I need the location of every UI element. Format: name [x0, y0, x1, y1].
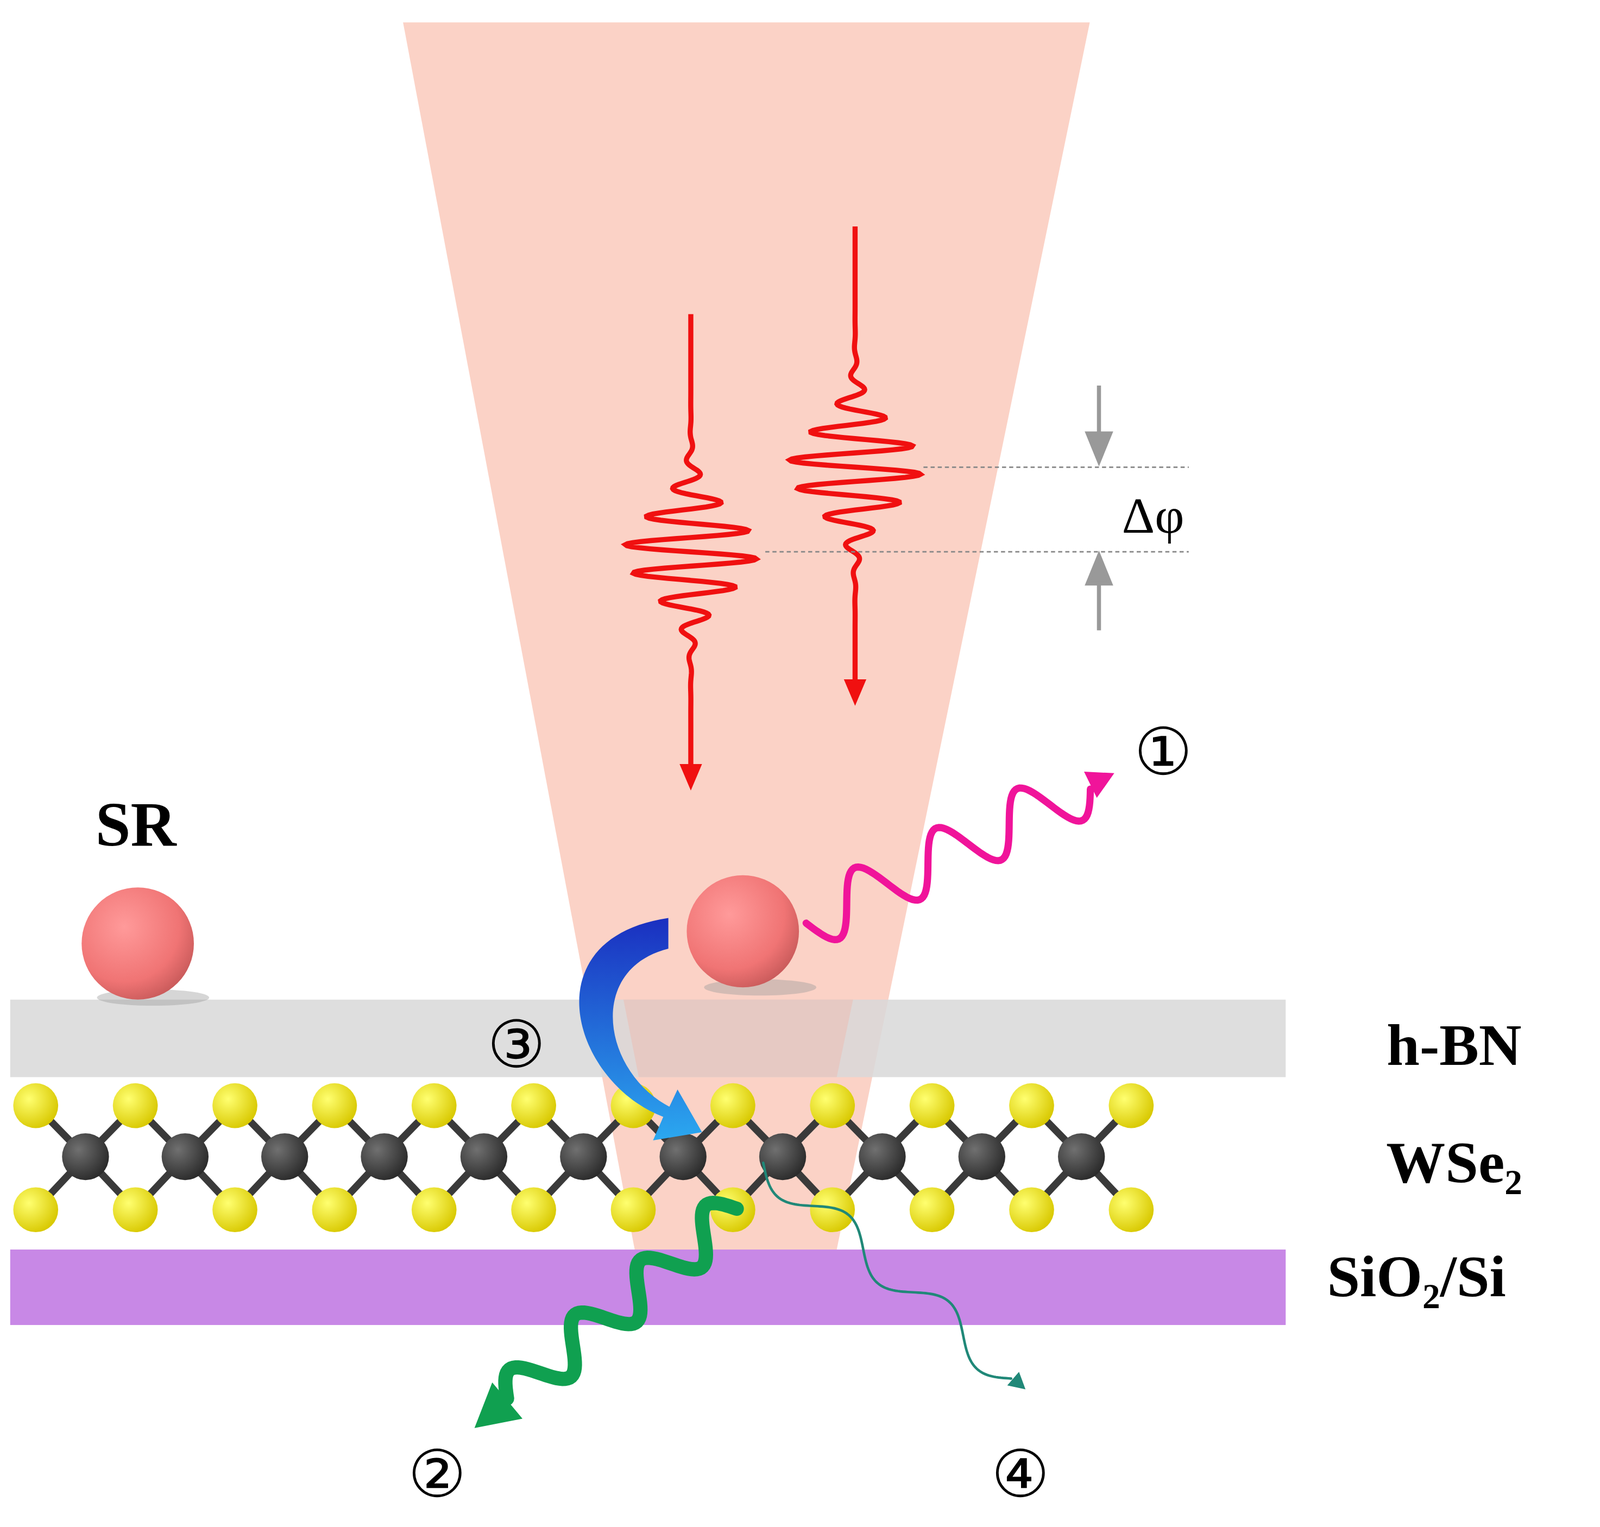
se-atom: [212, 1187, 258, 1233]
energy-transfer-arrow: [578, 918, 702, 1141]
arrow-head: [1007, 1371, 1026, 1390]
se-atom: [511, 1083, 557, 1129]
sample-label: SR: [95, 792, 177, 856]
se-atom: [411, 1187, 457, 1233]
se-atom: [1109, 1187, 1155, 1233]
w-atom: [460, 1133, 508, 1181]
arrow-head: [679, 764, 702, 791]
se-atom: [312, 1187, 358, 1233]
se-atom: [909, 1187, 955, 1233]
w-atom: [261, 1133, 308, 1181]
se-atom: [212, 1083, 258, 1129]
w-atom: [161, 1133, 209, 1181]
se-atom: [610, 1187, 657, 1233]
callout-number: ①: [1134, 720, 1193, 786]
layer-label: SiO₂/Si: [1326, 1247, 1506, 1307]
layer-label: WSe₂: [1386, 1133, 1523, 1193]
se-atom: [1109, 1083, 1155, 1129]
se-atom: [511, 1187, 557, 1233]
emission-arrow: [763, 1162, 1011, 1379]
emission-arrow: [805, 788, 1091, 940]
arrow-head: [843, 679, 867, 707]
sr-sphere: [81, 887, 194, 1000]
se-atom: [13, 1083, 59, 1129]
sr-sphere: [686, 875, 799, 988]
w-atom: [958, 1133, 1006, 1181]
layer-label: h-BN: [1386, 1016, 1522, 1076]
se-atom: [312, 1083, 358, 1129]
wse2-lattice: [13, 1083, 1154, 1233]
arrow-head: [1084, 771, 1115, 798]
se-atom: [1009, 1187, 1055, 1233]
callout-number: ④: [991, 1442, 1050, 1508]
w-atom: [858, 1133, 906, 1181]
hbn-layer: [10, 999, 1287, 1078]
w-atom: [559, 1133, 607, 1181]
se-atom: [1009, 1083, 1055, 1129]
se-atom: [13, 1187, 59, 1233]
beam-in-hbn: [623, 999, 854, 1078]
phase-label: Δφ: [1122, 489, 1185, 541]
waves: [474, 226, 1115, 1429]
w-atom: [61, 1133, 109, 1181]
phase-guides: [765, 467, 1189, 552]
se-atom: [809, 1187, 855, 1233]
w-atom: [1057, 1133, 1105, 1181]
se-atom: [710, 1083, 756, 1129]
light-pulse: [625, 314, 757, 771]
phase-arrows: [1087, 385, 1111, 631]
emission-arrow: [505, 1202, 737, 1399]
se-atom: [809, 1083, 855, 1129]
w-atom: [659, 1133, 707, 1181]
se-atom: [112, 1187, 159, 1233]
w-atom: [360, 1133, 408, 1181]
se-atom: [112, 1083, 159, 1129]
callout-number: ②: [407, 1442, 466, 1508]
se-atom: [411, 1083, 457, 1129]
se-atom: [909, 1083, 955, 1129]
callout-number: ③: [487, 1012, 546, 1079]
light-pulse: [789, 226, 921, 686]
arrow-head: [474, 1382, 523, 1429]
